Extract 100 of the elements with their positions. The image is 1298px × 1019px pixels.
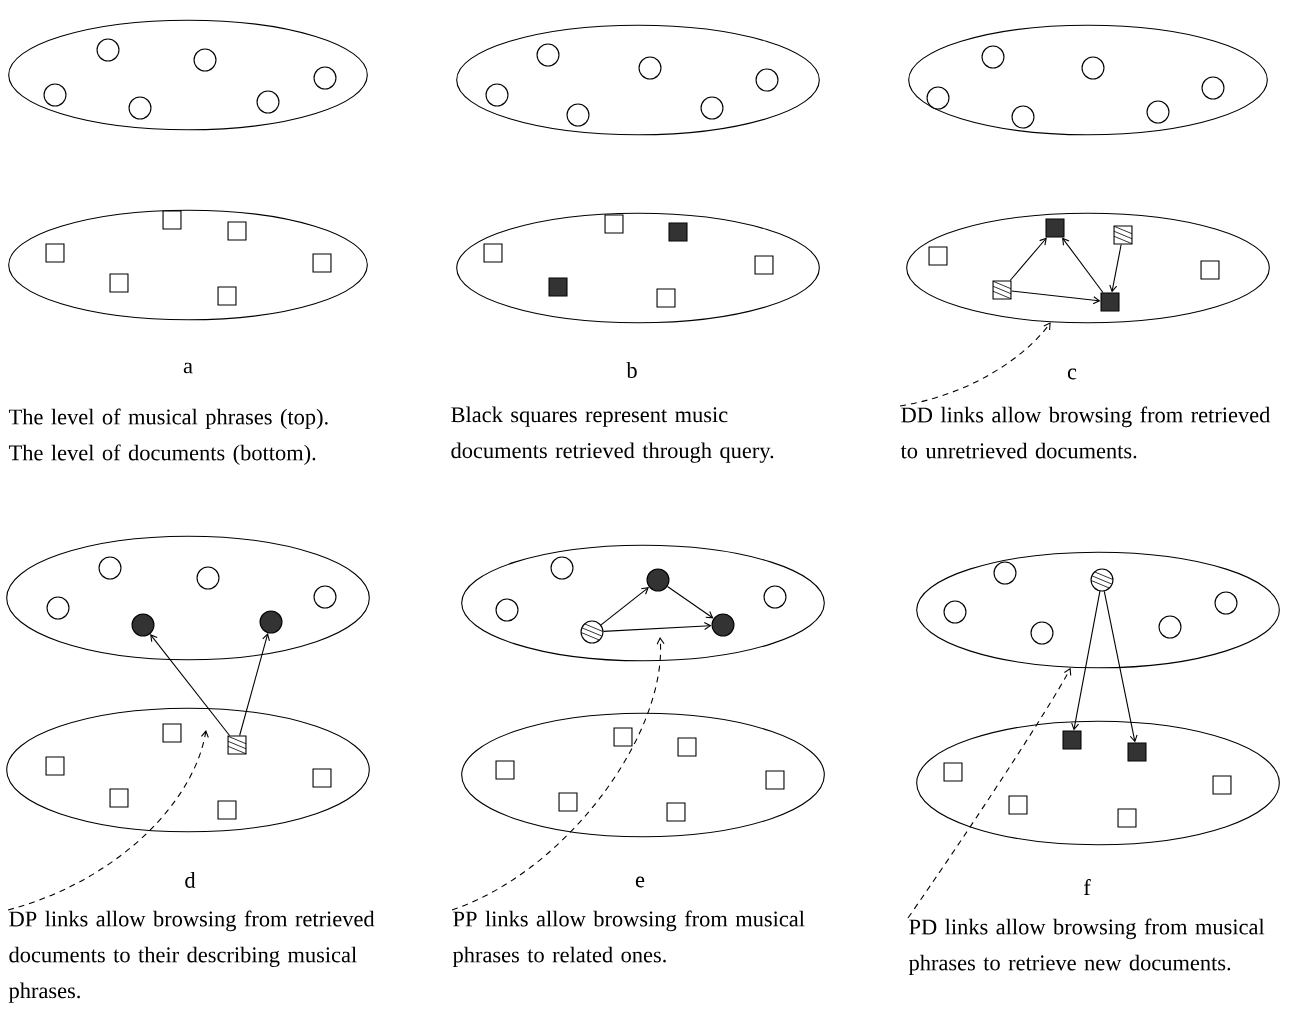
document-square <box>162 723 182 743</box>
document-square <box>558 792 578 812</box>
phrase-circle <box>638 56 662 80</box>
document-square <box>109 788 129 808</box>
phrase-circle <box>1214 591 1238 615</box>
phrase-circle <box>98 556 122 580</box>
level-ellipse <box>6 707 370 833</box>
document-square <box>1045 218 1065 238</box>
document-square <box>312 253 332 273</box>
document-square <box>1200 260 1220 280</box>
leader-line <box>451 637 665 911</box>
leader-line <box>907 667 1072 919</box>
document-square <box>604 214 624 234</box>
arrow <box>1062 237 1104 294</box>
document-square <box>312 768 332 788</box>
phrase-circle <box>96 38 120 62</box>
phrase-circle <box>763 585 787 609</box>
phrase-circle <box>1011 105 1035 129</box>
panel-letter: d <box>185 872 196 888</box>
document-square <box>217 286 237 306</box>
caption: PP links allow browsing from musical phrases to related ones. <box>452 910 805 967</box>
document-square <box>227 735 247 755</box>
phrase-circle <box>646 568 670 592</box>
phrase-circle <box>256 90 280 114</box>
caption: The level of musical phrases (top). The level of documents (bottom). <box>8 408 328 465</box>
phrase-circle <box>313 66 337 90</box>
phrase-circle <box>485 83 509 107</box>
caption: Black squares represent music documents retrieved through query. <box>451 406 774 463</box>
phrase-circle <box>536 43 560 67</box>
panel-letter: b <box>626 362 637 378</box>
phrase-circle <box>128 96 152 120</box>
document-square <box>668 222 688 242</box>
arrow <box>1103 590 1138 743</box>
panel-letter: f <box>1083 879 1091 895</box>
arrow <box>1010 290 1101 305</box>
phrase-circle <box>1201 76 1225 100</box>
phrase-circle <box>566 103 590 127</box>
arrow <box>1009 237 1047 282</box>
leader-line <box>899 322 1051 407</box>
document-square <box>1117 808 1137 828</box>
arrow <box>666 586 714 619</box>
level-ellipse <box>906 212 1270 324</box>
document-square <box>45 756 65 776</box>
phrase-circle <box>943 600 967 624</box>
phrase-circle <box>1081 56 1105 80</box>
level-ellipse <box>456 24 820 136</box>
level-ellipse <box>461 712 825 838</box>
phrase-circle <box>1090 568 1114 592</box>
document-square <box>1100 292 1120 312</box>
panel-letter: a <box>183 362 193 374</box>
caption: DP links allow browsing from retrieved documents to their describing musical phrases. <box>8 910 375 1003</box>
phrase-circle <box>981 45 1005 69</box>
level-ellipse <box>461 544 825 662</box>
phrase-circle <box>1158 615 1182 639</box>
phrase-circle <box>259 610 283 634</box>
document-square <box>45 243 65 263</box>
level-ellipse <box>8 19 368 131</box>
phrase-circle <box>46 596 70 620</box>
arrow <box>1071 590 1101 731</box>
document-square <box>677 737 697 757</box>
arrow <box>1109 243 1122 293</box>
phrase-circle <box>131 613 155 637</box>
level-ellipse <box>6 535 370 661</box>
document-square <box>1212 775 1232 795</box>
level-ellipse <box>908 24 1268 136</box>
phrase-circle <box>196 566 220 590</box>
panel-letter: c <box>1067 368 1077 380</box>
document-square <box>227 221 247 241</box>
document-square <box>109 273 129 293</box>
document-square <box>656 288 676 308</box>
phrase-circle <box>755 68 779 92</box>
document-square <box>1062 730 1082 750</box>
document-square <box>928 246 948 266</box>
panel-letter: e <box>635 876 645 888</box>
document-square <box>1127 742 1147 762</box>
phrase-circle <box>1146 100 1170 124</box>
document-square <box>992 280 1012 300</box>
document-square <box>1008 795 1028 815</box>
phrase-circle <box>313 585 337 609</box>
level-ellipse <box>916 551 1280 669</box>
document-square <box>943 762 963 782</box>
document-square <box>1113 225 1133 245</box>
document-square <box>548 277 568 297</box>
document-square <box>666 802 686 822</box>
phrase-circle <box>550 556 574 580</box>
caption: PD links allow browsing from musical phrases to retrieve new documents. <box>908 918 1265 975</box>
arrow <box>600 587 649 626</box>
level-ellipse <box>916 720 1280 846</box>
document-square <box>495 760 515 780</box>
phrase-circle <box>495 598 519 622</box>
arrow <box>150 634 231 737</box>
phrase-circle <box>43 83 67 107</box>
document-square <box>217 800 237 820</box>
arrow <box>602 621 712 632</box>
phrase-circle <box>711 613 735 637</box>
caption: DD links allow browsing from retrieved to unretrieved documents. <box>900 406 1271 459</box>
phrase-circle <box>193 48 217 72</box>
document-square <box>613 727 633 747</box>
document-square <box>754 255 774 275</box>
phrase-circle <box>993 561 1017 585</box>
